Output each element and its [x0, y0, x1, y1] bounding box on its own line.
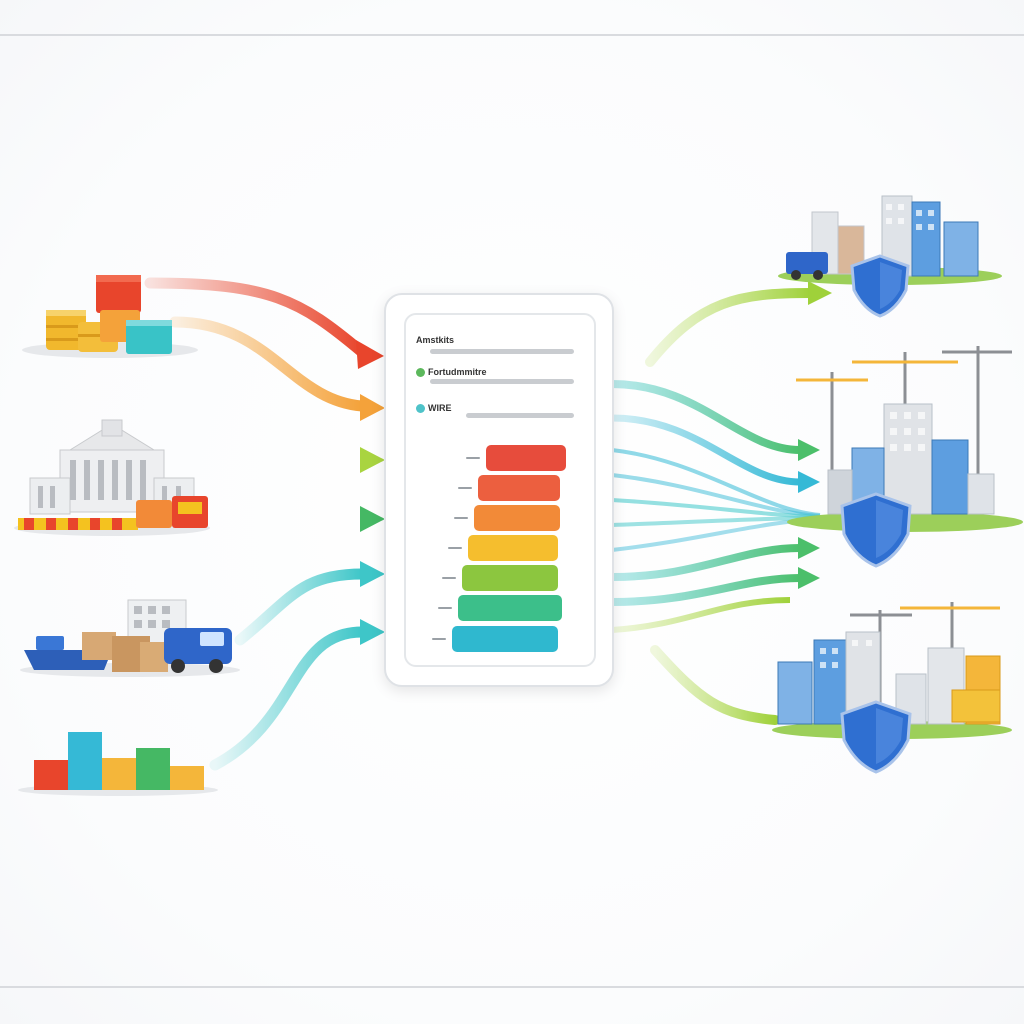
outgoing-arrow-mid-3 [611, 537, 820, 581]
ranking-bar-4 [468, 535, 558, 561]
ranking-bar-6 [458, 595, 562, 621]
panel-header-text-3: WIRE [428, 403, 452, 413]
incoming-arrow-lime [200, 447, 385, 473]
incoming-arrow-green [215, 506, 385, 532]
bar-marker-1 [466, 457, 480, 459]
construction-city-shield-icon [787, 346, 1023, 568]
outgoing-arrow-top [645, 281, 832, 367]
panel-header-row-2: Fortudmmitre [416, 365, 487, 379]
bar-marker-3 [454, 517, 468, 519]
panel-header-line-2 [430, 379, 574, 384]
bar-marker-4 [448, 547, 462, 549]
outgoing-arrow-fan [611, 448, 821, 552]
panel-header-text-1: Amstkits [416, 335, 455, 345]
central-ranking-panel: Amstkits Fortudmmitre WIRE [384, 293, 614, 687]
bar-marker-7 [432, 638, 446, 640]
ranking-bar-1 [486, 445, 566, 471]
ranking-bar-3 [474, 505, 560, 531]
construction-city-shield-icon-2 [772, 602, 1012, 774]
incoming-arrow-red [144, 277, 384, 369]
outgoing-arrow-mid-4 [611, 567, 820, 606]
bar-marker-5 [442, 577, 456, 579]
panel-header-row-1: Amstkits [416, 333, 454, 347]
panel-header-dot-teal-icon [416, 403, 425, 413]
ship-boxes-truck-icon [20, 599, 240, 677]
ranking-bar-2 [478, 475, 560, 501]
panel-header-line-1 [430, 349, 574, 354]
outgoing-arrow-mid-2 [611, 414, 820, 493]
panel-header-dot-green-icon [416, 367, 425, 377]
top-border [0, 34, 1024, 36]
bottom-border [0, 986, 1024, 988]
outgoing-arrow-mid-1 [611, 380, 820, 461]
ranking-bar-7 [452, 626, 558, 652]
city-shield-icon [778, 195, 1002, 318]
bar-marker-2 [458, 487, 472, 489]
panel-inner-frame: Amstkits Fortudmmitre WIRE [404, 313, 596, 667]
incoming-arrow-teal-2 [209, 619, 385, 771]
outgoing-arrow-bottom [650, 645, 780, 725]
ranking-bar-5 [462, 565, 558, 591]
stacked-coins-cubes-icon [22, 275, 198, 358]
incoming-arrow-orange [169, 316, 385, 421]
incoming-arrow-teal-1 [234, 561, 385, 646]
government-building-icon [14, 419, 210, 536]
panel-header-row-3: WIRE [416, 401, 452, 415]
panel-header-line-3 [466, 413, 574, 418]
outgoing-arrow-mid-5 [611, 597, 791, 633]
bar-marker-6 [438, 607, 452, 609]
bar-blocks-icon [18, 732, 218, 796]
panel-header-text-2: Fortudmmitre [428, 367, 487, 377]
